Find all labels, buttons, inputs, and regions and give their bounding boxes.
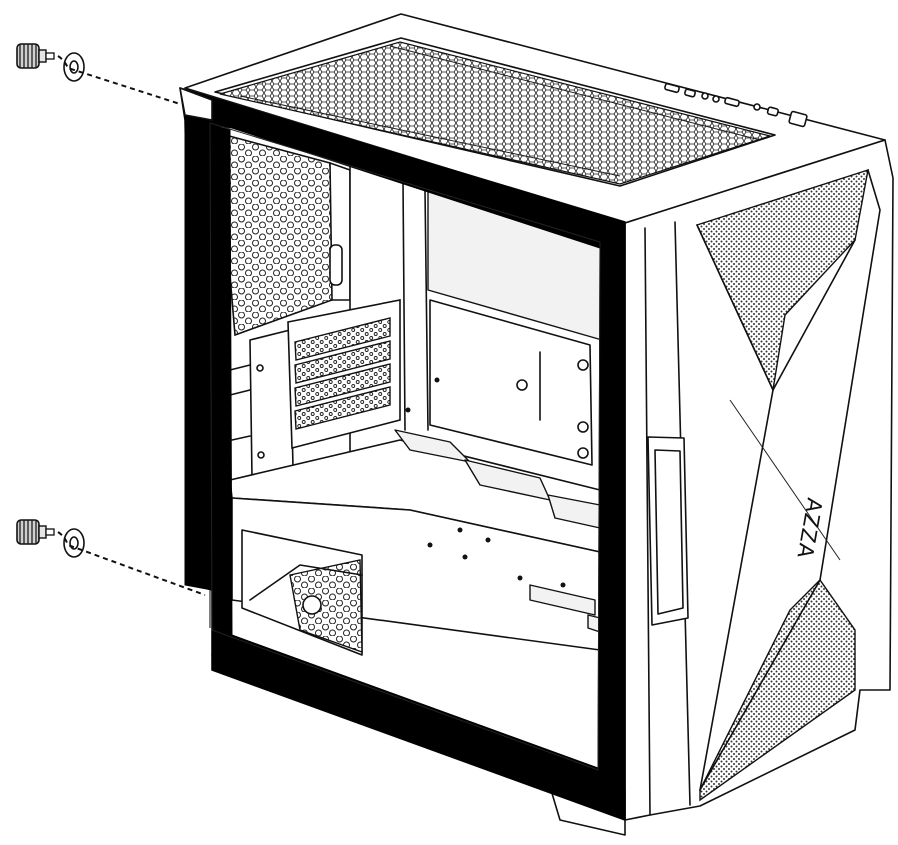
thumbscrew-icon: [16, 519, 55, 545]
pcie-expansion-slots: [229, 299, 401, 478]
thumbscrew-icon: [16, 43, 55, 69]
case-interior: [179, 87, 626, 821]
front-io-ports: [664, 82, 808, 128]
bottom-guide-line: [57, 531, 206, 596]
psu-shroud: [229, 429, 601, 656]
washer-ring-icon: [63, 528, 85, 558]
bottom-thumbscrew-assembly: [16, 519, 206, 596]
washer-ring-icon: [63, 52, 85, 82]
tempered-glass-side-panel: [179, 87, 626, 821]
case-top-panel: [184, 13, 886, 224]
case-front-panel: [547, 139, 894, 836]
top-thumbscrew-assembly: [16, 43, 181, 105]
top-guide-line: [57, 55, 181, 105]
